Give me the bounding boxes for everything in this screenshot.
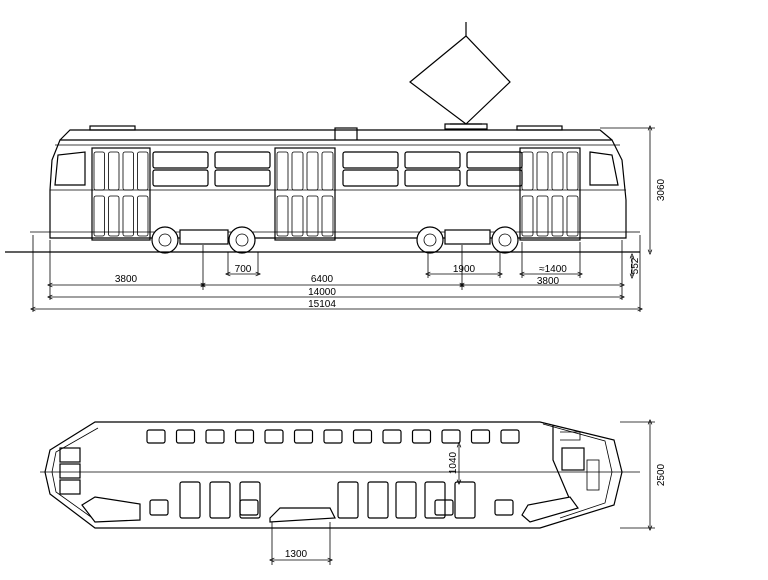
window-upper xyxy=(342,151,399,169)
bogies xyxy=(151,226,519,254)
window-lower xyxy=(152,169,209,187)
dim-1300: 1300 xyxy=(285,549,308,560)
seat-double xyxy=(239,481,261,519)
seat xyxy=(175,429,196,444)
roof xyxy=(59,129,613,141)
door-panel-window xyxy=(291,151,304,191)
seat xyxy=(382,429,402,444)
seat xyxy=(323,429,343,444)
door-step-middle xyxy=(269,507,336,523)
window-upper xyxy=(214,151,271,169)
seat-single xyxy=(494,499,514,516)
dim-3800-left: 3800 xyxy=(115,274,138,285)
dim-3060: 3060 xyxy=(656,178,667,201)
pantograph xyxy=(409,22,511,130)
side-view: 3800 700 6400 1900 ≈1400 3800 14000 1510… xyxy=(5,22,667,312)
window-lower xyxy=(466,169,523,187)
seat xyxy=(234,429,255,444)
door-panel xyxy=(291,195,304,237)
doors xyxy=(91,147,581,241)
dim-700: 700 xyxy=(235,264,252,275)
seat xyxy=(352,429,373,444)
dim-1900: 1900 xyxy=(453,264,476,275)
door-panel-window xyxy=(108,151,120,191)
side-windows xyxy=(152,151,523,187)
door-panel xyxy=(122,195,134,237)
door-panel xyxy=(93,195,105,237)
door-panel xyxy=(108,195,120,237)
seat xyxy=(264,429,284,444)
door-panel-window xyxy=(536,151,549,191)
dim-15104: 15104 xyxy=(308,299,336,310)
dim-552: 552 xyxy=(630,257,641,274)
seat-double xyxy=(454,481,476,519)
window-upper xyxy=(466,151,523,169)
dim-1400: ≈1400 xyxy=(539,264,567,275)
window-lower xyxy=(342,169,399,187)
door-panel-window xyxy=(93,151,105,191)
door-panel xyxy=(536,195,549,237)
door-panel xyxy=(566,195,579,237)
driver-seat xyxy=(561,447,585,471)
window-lower xyxy=(404,169,461,187)
door-panel-window xyxy=(276,151,289,191)
seat xyxy=(441,429,461,444)
seat-double xyxy=(337,481,359,519)
window-upper xyxy=(404,151,461,169)
window-lower xyxy=(214,169,271,187)
top-view: 2500 1040 1300 xyxy=(40,422,667,565)
tram-body xyxy=(49,139,627,239)
seat xyxy=(146,429,166,444)
dim-14000: 14000 xyxy=(308,287,336,298)
door-panel-window xyxy=(137,151,149,191)
door-panel-window xyxy=(306,151,319,191)
door-panel xyxy=(551,195,564,237)
door-panel-window xyxy=(321,151,334,191)
door-step-right xyxy=(521,496,579,523)
dim-3800-right: 3800 xyxy=(537,276,560,287)
seat xyxy=(500,429,520,444)
door-panel xyxy=(521,195,534,237)
seat-single xyxy=(434,499,454,516)
seat xyxy=(470,429,491,444)
door-panel xyxy=(321,195,334,237)
seat-double xyxy=(209,481,231,519)
door-panel-window xyxy=(551,151,564,191)
dim-1040: 1040 xyxy=(448,451,459,474)
window-upper xyxy=(152,151,209,169)
seat-double xyxy=(395,481,417,519)
seat-double xyxy=(179,481,201,519)
dim-2500: 2500 xyxy=(656,463,667,486)
seat-single xyxy=(149,499,169,516)
seat-single xyxy=(239,499,259,516)
seats xyxy=(146,429,520,519)
door-panel-window xyxy=(566,151,579,191)
seat-double xyxy=(367,481,389,519)
door-panel xyxy=(276,195,289,237)
door-panel xyxy=(306,195,319,237)
door-panel-window xyxy=(122,151,134,191)
seat xyxy=(205,429,225,444)
door-panel xyxy=(137,195,149,237)
dim-6400: 6400 xyxy=(311,274,334,285)
seat xyxy=(411,429,432,444)
seat xyxy=(293,429,314,444)
door-step-left xyxy=(81,496,141,523)
side-dimensions xyxy=(33,128,655,312)
